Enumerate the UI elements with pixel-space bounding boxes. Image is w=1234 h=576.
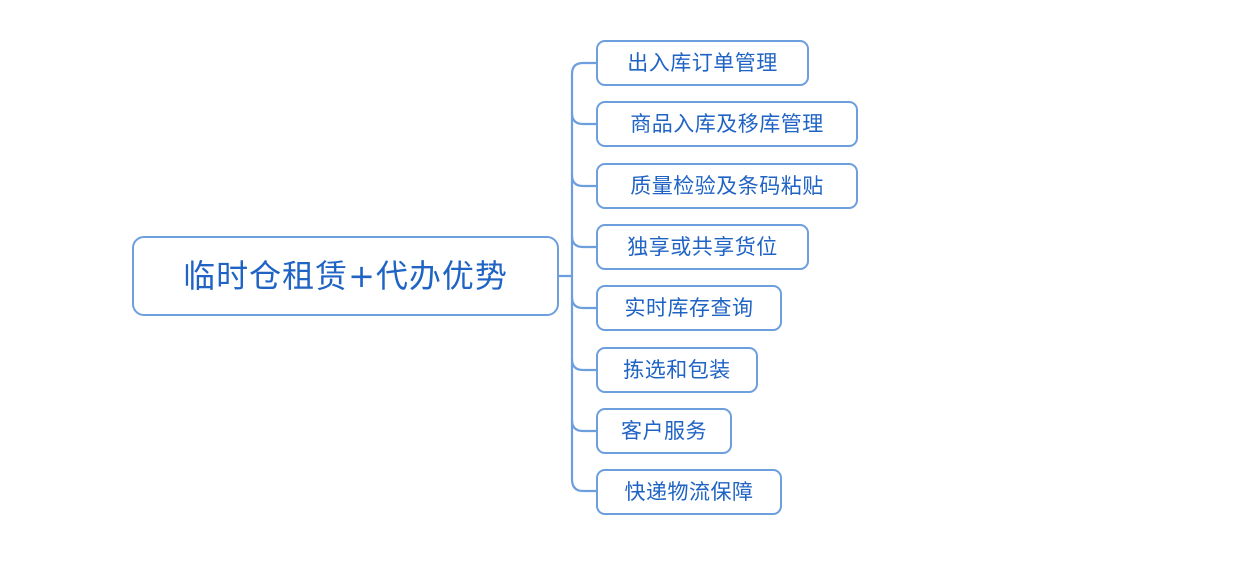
mindmap-node-label: 拣选和包装 <box>623 357 731 382</box>
mindmap-node-picking-and-packing[interactable]: 拣选和包装 <box>596 347 758 393</box>
mindmap-node-label: 快递物流保障 <box>624 479 754 504</box>
connector-branch-3 <box>570 173 598 188</box>
mindmap-node-label: 质量检验及条码粘贴 <box>630 173 824 198</box>
mindmap-node-exclusive-or-shared-storage-slot[interactable]: 独享或共享货位 <box>596 224 809 270</box>
mindmap-node-express-logistics-guarantee[interactable]: 快递物流保障 <box>596 469 782 515</box>
mindmap-node-label: 独享或共享货位 <box>627 234 778 259</box>
connector-branch-2 <box>570 111 598 126</box>
mindmap-node-customer-service[interactable]: 客户服务 <box>596 408 732 454</box>
mindmap-node-outbound-inbound-order-management[interactable]: 出入库订单管理 <box>596 40 809 86</box>
mindmap-node-label: 客户服务 <box>621 418 707 443</box>
mindmap-node-label: 商品入库及移库管理 <box>630 111 824 136</box>
mindmap-node-goods-inbound-transfer-management[interactable]: 商品入库及移库管理 <box>596 101 858 147</box>
mindmap-node-realtime-inventory-query[interactable]: 实时库存查询 <box>596 285 782 331</box>
connector-branch-6 <box>570 357 598 372</box>
connector-branch-5 <box>570 295 598 310</box>
connector-branch-7 <box>570 418 598 433</box>
connector-branch-8 <box>570 477 598 493</box>
mindmap-node-label: 出入库订单管理 <box>627 50 778 75</box>
mindmap-root-label: 临时仓租赁+代办优势 <box>183 257 508 295</box>
mindmap-node-quality-inspection-barcode-labeling[interactable]: 质量检验及条码粘贴 <box>596 163 858 209</box>
mindmap-root-node[interactable]: 临时仓租赁+代办优势 <box>132 236 559 316</box>
connector-branch-1 <box>570 61 598 76</box>
connector-branch-4 <box>570 234 598 249</box>
mindmap-node-label: 实时库存查询 <box>624 295 754 320</box>
